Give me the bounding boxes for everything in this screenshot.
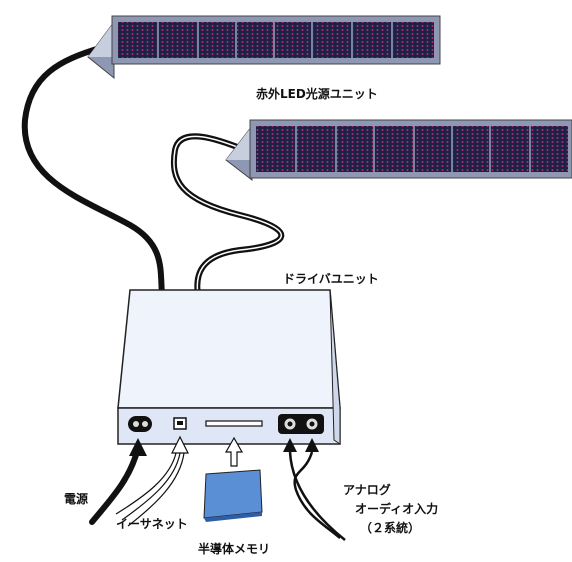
power-arrow — [129, 438, 147, 456]
driver-unit — [117, 289, 341, 445]
power-cable — [89, 445, 141, 525]
cable-upper-led — [21, 45, 165, 298]
analog-label-line3: （２系統） — [360, 520, 420, 535]
driver-unit-label: ドライバユニット — [283, 272, 379, 286]
audio-cables — [283, 438, 346, 541]
led-unit-label: 赤外LED光源ユニット — [256, 86, 378, 101]
cable-lower-led-highlight — [173, 135, 282, 296]
memory-arrow — [224, 436, 244, 467]
ethernet-label: イーサネット — [116, 517, 188, 531]
power-jack-icon — [128, 416, 152, 432]
memory-label: 半導体メモリ — [198, 541, 270, 556]
ethernet-port-icon — [173, 417, 187, 430]
card-slot-icon — [205, 420, 263, 427]
analog-label-line1: アナログ — [343, 482, 391, 497]
led-unit-upper — [87, 15, 441, 80]
analog-label-line2: オーディオ入力 — [355, 501, 438, 516]
led-unit-lower — [225, 119, 572, 182]
power-label: 電源 — [64, 491, 88, 506]
audio-jack-icon — [278, 414, 324, 434]
memory-card — [203, 469, 263, 522]
